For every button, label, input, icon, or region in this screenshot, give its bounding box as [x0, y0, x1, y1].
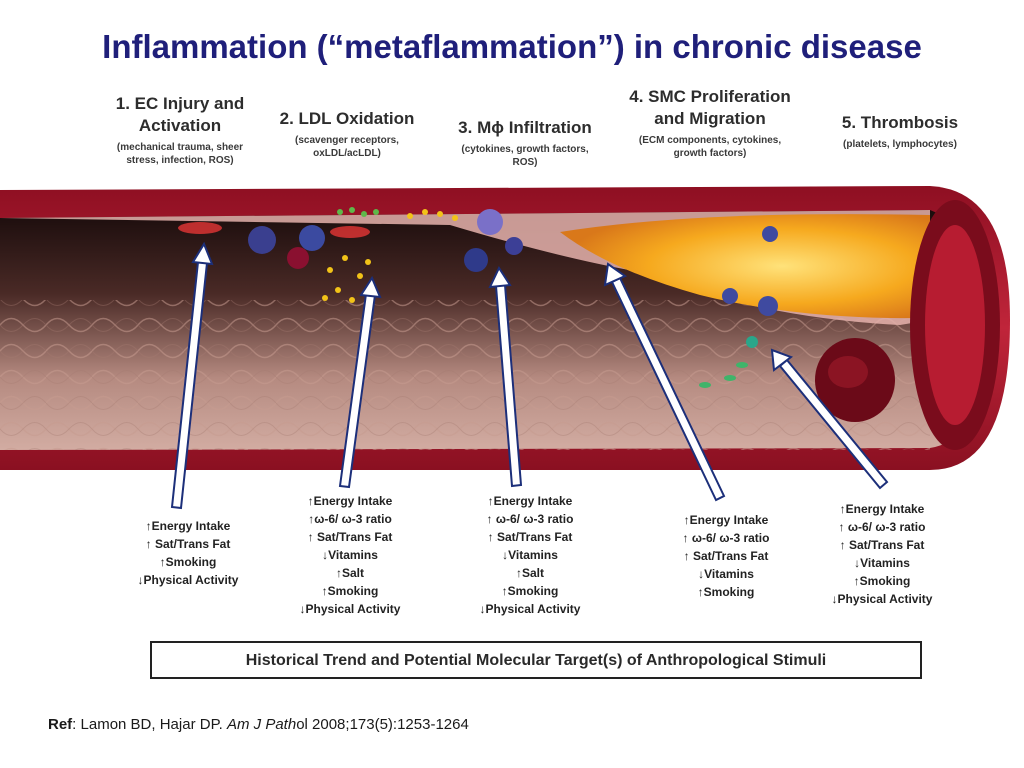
ref-separator: : [72, 716, 81, 733]
stage-5-heading-line-1: 5. Thrombosis [841, 113, 959, 132]
stimulus-item: ↑Energy Intake [839, 502, 925, 516]
stimulus-item: ↑ ω-6/ ω-3 ratio [682, 531, 770, 545]
reference-line: Ref: Lamon BD, Hajar DP. Am J Pathol 200… [48, 716, 469, 733]
stage-2-heading-line-1: 2. LDL Oxidation [279, 109, 415, 128]
stimuli-list-2: ↑Energy Intake ↑ω-6/ ω-3 ratio ↑ Sat/Tra… [280, 492, 420, 618]
stimulus-item: ↑ Sat/Trans Fat [839, 538, 925, 552]
stimulus-item: ↑Energy Intake [145, 519, 231, 533]
stimulus-item: ↓Vitamins [502, 548, 558, 562]
stimulus-item: ↑ω-6/ ω-3 ratio [308, 512, 392, 526]
stimulus-item: ↑Energy Intake [487, 494, 573, 508]
stage-5-sub-line-1: (platelets, lymphocytes) [843, 139, 957, 150]
stimulus-item: ↓Physical Activity [137, 573, 239, 587]
arrow-1 [170, 241, 214, 510]
stage-1-heading-line-2: Activation [138, 116, 222, 135]
stage-4-heading-line-2: and Migration [654, 109, 766, 128]
stimuli-list-5: ↑Energy Intake ↑ ω-6/ ω-3 ratio ↑ Sat/Tr… [812, 500, 952, 608]
stimulus-item: ↓Physical Activity [831, 592, 933, 606]
stage-3-sub-line-2: ROS) [512, 157, 538, 168]
stage-label-2: 2. LDL Oxidation (scavenger receptors, ox… [272, 108, 422, 160]
stimulus-item: ↑Smoking [501, 584, 559, 598]
ldl-particles [322, 209, 458, 303]
arrow-3 [488, 265, 523, 488]
stage-3-heading-line-1: 3. Mϕ Infiltration [458, 118, 592, 137]
stimulus-item: ↑Energy Intake [307, 494, 393, 508]
stage-label-4: 4. SMC Proliferation and Migration (ECM c… [610, 86, 810, 160]
stimulus-item: ↑Smoking [697, 585, 755, 599]
stimulus-item: ↓Physical Activity [479, 602, 581, 616]
stimulus-item: ↑ ω-6/ ω-3 ratio [486, 512, 574, 526]
ref-citation: ol 2008;173(5):1253-1264 [296, 716, 469, 733]
stage-label-3: 3. Mϕ Infiltration (cytokines, growth fa… [435, 117, 615, 169]
stimulus-item: ↑Smoking [853, 574, 911, 588]
stimulus-item: ↑Salt [515, 566, 544, 580]
ref-label: Ref [48, 716, 73, 733]
stimuli-list-3: ↑Energy Intake ↑ ω-6/ ω-3 ratio ↑ Sat/Tr… [460, 492, 600, 618]
stimulus-item: ↓Vitamins [322, 548, 378, 562]
stage-4-sub-line-1: (ECM components, cytokines, [638, 135, 782, 146]
stimulus-item: ↓Vitamins [854, 556, 910, 570]
footer-caption-box: Historical Trend and Potential Molecular… [150, 641, 922, 679]
plaque-core [560, 214, 930, 319]
stimulus-item: ↑Smoking [159, 555, 217, 569]
arrow-4 [603, 262, 726, 502]
stimulus-item: ↑ Sat/Trans Fat [487, 530, 573, 544]
stimulus-item: ↑ ω-6/ ω-3 ratio [838, 520, 926, 534]
stage-1-sub-line-2: stress, infection, ROS) [126, 155, 234, 166]
monocyte-cell [248, 226, 276, 254]
stage-label-5: 5. Thrombosis (platelets, lymphocytes) [815, 112, 985, 151]
ref-authors: Lamon BD, Hajar DP. [80, 716, 227, 733]
stimuli-list-1: ↑Energy Intake ↑ Sat/Trans Fat ↑Smoking … [118, 517, 258, 589]
stage-4-sub-line-2: growth factors) [673, 148, 747, 159]
slide-title: Inflammation (“metaflammation”) in chron… [102, 28, 922, 65]
platelets [699, 336, 758, 388]
stimulus-item: ↑Smoking [321, 584, 379, 598]
stimulus-arrows [170, 241, 889, 510]
arrow-5 [770, 348, 889, 490]
stage-3-sub-line-1: (cytokines, growth factors, [461, 144, 589, 155]
stage-1-sub-line-1: (mechanical trauma, sheer [116, 142, 244, 153]
stimuli-list-4: ↑Energy Intake ↑ ω-6/ ω-3 ratio ↑ Sat/Tr… [656, 511, 796, 601]
stimulus-item: ↓Physical Activity [299, 602, 401, 616]
stimulus-item: ↑ Sat/Trans Fat [145, 537, 231, 551]
stage-4-heading-line-1: 4. SMC Proliferation [629, 87, 791, 106]
stimulus-item: ↑ Sat/Trans Fat [683, 549, 769, 563]
stage-1-heading-line-1: 1. EC Injury and [115, 94, 245, 113]
arrow-2 [338, 275, 382, 489]
stage-2-sub-line-2: oxLDL/acLDL) [313, 148, 381, 159]
stage-2-sub-line-1: (scavenger receptors, [295, 135, 399, 146]
stimulus-item: ↓Vitamins [698, 567, 754, 581]
stimulus-item: ↑ Sat/Trans Fat [307, 530, 393, 544]
macrophage-cell [477, 209, 503, 235]
stimulus-item: ↑Energy Intake [683, 513, 769, 527]
ref-journal: Am J Path [226, 716, 297, 733]
stimulus-item: ↑Salt [335, 566, 364, 580]
